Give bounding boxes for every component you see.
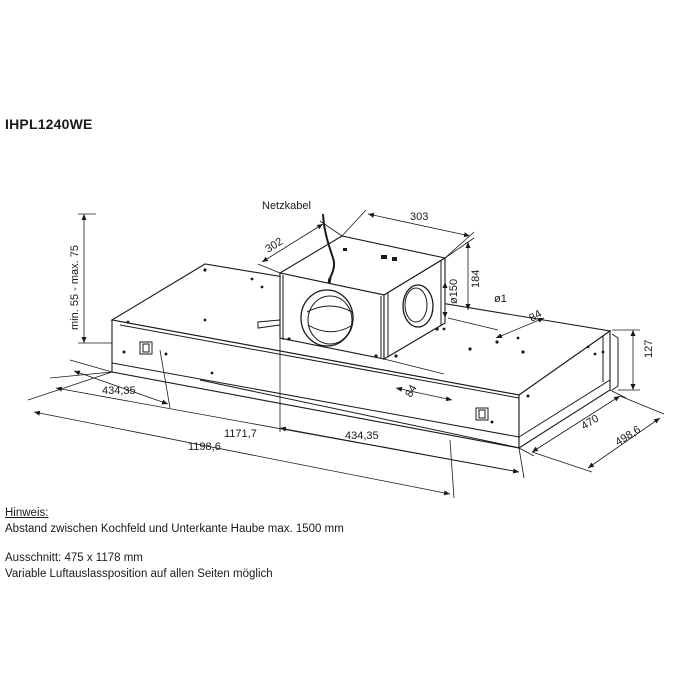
left-bracket	[139, 341, 153, 355]
motor-depth-label: 302	[263, 236, 285, 256]
depth-inner-label: 470	[579, 413, 601, 433]
width-outer-dimension: 1198,6	[27, 371, 455, 499]
side-offset-top-label: 84	[527, 308, 544, 325]
offset-right-label: 434,35	[345, 430, 379, 442]
motor-height-label: 184	[470, 270, 482, 288]
small-diameter-label: ø1	[494, 293, 507, 305]
body-height-label: 127	[643, 340, 655, 358]
width-outer-label: 1198,6	[188, 441, 221, 453]
outlet-diameter-dimension: ø150	[442, 279, 460, 318]
motor-box	[257, 213, 447, 360]
cable-label: Netzkabel	[262, 200, 311, 212]
side-outlet	[402, 284, 434, 328]
notes-line-2: Ausschnitt: 475 x 1178 mm	[5, 552, 143, 564]
height-range-dimension: min. 55 - max. 75	[69, 213, 112, 344]
notes-line-3: Variable Luftauslassposition auf allen S…	[5, 568, 273, 580]
front-outlet	[300, 289, 354, 347]
notes-block: Hinweis: Abstand zwischen Kochfeld und U…	[5, 505, 344, 582]
outlet-diameter-label: ø150	[448, 279, 460, 304]
body-height-dimension: 127	[612, 329, 655, 391]
notes-line-1: Abstand zwischen Kochfeld und Unterkante…	[5, 523, 344, 535]
notes-heading: Hinweis:	[5, 507, 49, 519]
power-cable	[257, 213, 336, 329]
width-inner-label: 1171,7	[224, 428, 257, 440]
height-range-label: min. 55 - max. 75	[69, 245, 81, 330]
motor-height-dimension: 184	[444, 237, 482, 310]
motor-width-dimension: 303	[341, 209, 475, 259]
side-offset-top-dimension: 84	[447, 308, 545, 339]
depth-outer-label: 498,6	[613, 424, 643, 449]
model-title: IHPL1240WE	[5, 116, 93, 132]
motor-width-label: 303	[410, 211, 428, 223]
offset-left-label: 434,35	[102, 385, 136, 397]
